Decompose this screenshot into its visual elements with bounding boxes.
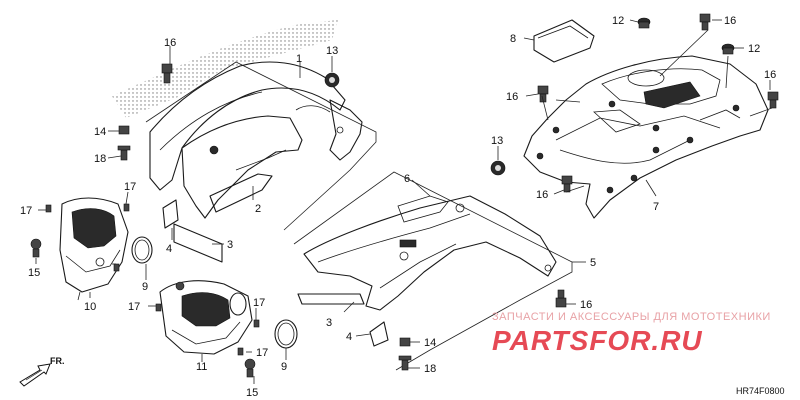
- callout-13: 13: [326, 45, 338, 57]
- air-duct-part-10: [59, 197, 129, 301]
- grommet-part-12-a: [637, 17, 651, 29]
- nut-part-14-lower: [399, 337, 411, 347]
- callout-9: 9: [142, 281, 148, 293]
- front-arrow-icon: [19, 363, 51, 387]
- callout-labels: 1 2 3 3 4 4 5 6 7 8 9 9 10 11 12 12 13 1…: [20, 15, 776, 399]
- callout-4: 4: [166, 243, 172, 255]
- screw-part-17-d: [253, 319, 260, 328]
- callout-10: 10: [84, 301, 96, 313]
- callout-17: 17: [256, 347, 268, 359]
- callout-4: 4: [346, 331, 352, 343]
- front-direction-label: FR.: [50, 356, 65, 366]
- pad-part-3-upper: [173, 223, 223, 263]
- callout-7: 7: [653, 201, 659, 213]
- screw-part-17-a: [45, 204, 52, 213]
- callout-8: 8: [510, 33, 516, 45]
- callout-15: 15: [28, 267, 40, 279]
- front-fender-part-1: [149, 61, 363, 219]
- watermark-logo: PARTSFOR.RU: [492, 325, 703, 356]
- callout-14: 14: [94, 126, 106, 138]
- assembly-box-1: [145, 61, 377, 231]
- bolt-part-16-right: [767, 91, 779, 109]
- callout-11: 11: [196, 361, 207, 373]
- callout-9: 9: [281, 361, 287, 373]
- callout-15: 15: [246, 387, 258, 399]
- leader-lines: [35, 19, 773, 384]
- grommet-part-12-b: [721, 43, 735, 55]
- callout-3: 3: [227, 239, 233, 251]
- watermark-tagline: ЗАПЧАСТИ И АКСЕССУАРЫ ДЛЯ МОТОТЕХНИКИ: [492, 311, 771, 323]
- callout-17: 17: [128, 301, 140, 313]
- callout-16: 16: [764, 69, 776, 81]
- bolt-part-16-middle-left: [537, 85, 549, 103]
- bolt-part-16-lower-rear: [561, 175, 573, 193]
- callout-16: 16: [506, 91, 518, 103]
- bracket-part-2: [209, 173, 273, 213]
- callout-6: 6: [404, 173, 410, 185]
- callout-18: 18: [94, 153, 106, 165]
- cover-part-8: [533, 19, 595, 63]
- screw-part-17-c: [113, 263, 120, 272]
- nut-part-14-upper: [118, 125, 130, 135]
- bolt-part-16-upper-left: [161, 63, 173, 84]
- callout-12: 12: [748, 43, 760, 55]
- callout-12: 12: [612, 15, 624, 27]
- rear-fender-part-7: [523, 55, 769, 219]
- screw-part-17-f: [155, 303, 162, 312]
- rubber-part-4-lower: [369, 321, 389, 347]
- nut-part-13-lower: [490, 160, 506, 176]
- callout-16: 16: [724, 15, 736, 27]
- callout-13: 13: [491, 135, 503, 147]
- callout-1: 1: [296, 53, 302, 65]
- mud-guard-part-5: [303, 195, 557, 311]
- air-duct-part-11: [159, 280, 253, 355]
- bolt-part-15-lower: [244, 358, 256, 378]
- callout-16: 16: [164, 37, 176, 49]
- callout-5: 5: [590, 257, 596, 269]
- callout-2: 2: [255, 203, 261, 215]
- rubber-part-4-upper: [162, 199, 179, 229]
- callout-16: 16: [536, 189, 548, 201]
- callout-17: 17: [20, 205, 32, 217]
- screw-part-18-upper: [117, 145, 131, 161]
- diagram-code: HR74F0800: [736, 386, 785, 396]
- bolt-part-15-left: [30, 238, 42, 258]
- callout-17: 17: [253, 297, 265, 309]
- callout-16: 16: [580, 299, 592, 311]
- screw-part-18-lower: [398, 355, 412, 371]
- callout-14: 14: [424, 337, 436, 349]
- callout-17: 17: [124, 181, 136, 193]
- callout-3: 3: [326, 317, 332, 329]
- screw-part-17-e: [237, 347, 244, 356]
- nut-part-13-upper: [324, 72, 340, 88]
- callout-18: 18: [424, 363, 436, 375]
- bolt-part-16-lower-middle: [555, 289, 567, 308]
- bolt-part-16-top-right: [699, 13, 711, 31]
- screw-part-17-b: [123, 203, 130, 212]
- front-direction-indicator: FR.: [19, 356, 65, 387]
- assembly-box-5: [293, 171, 573, 371]
- pad-part-3-lower: [297, 293, 365, 305]
- ring-part-9-upper: [131, 236, 153, 264]
